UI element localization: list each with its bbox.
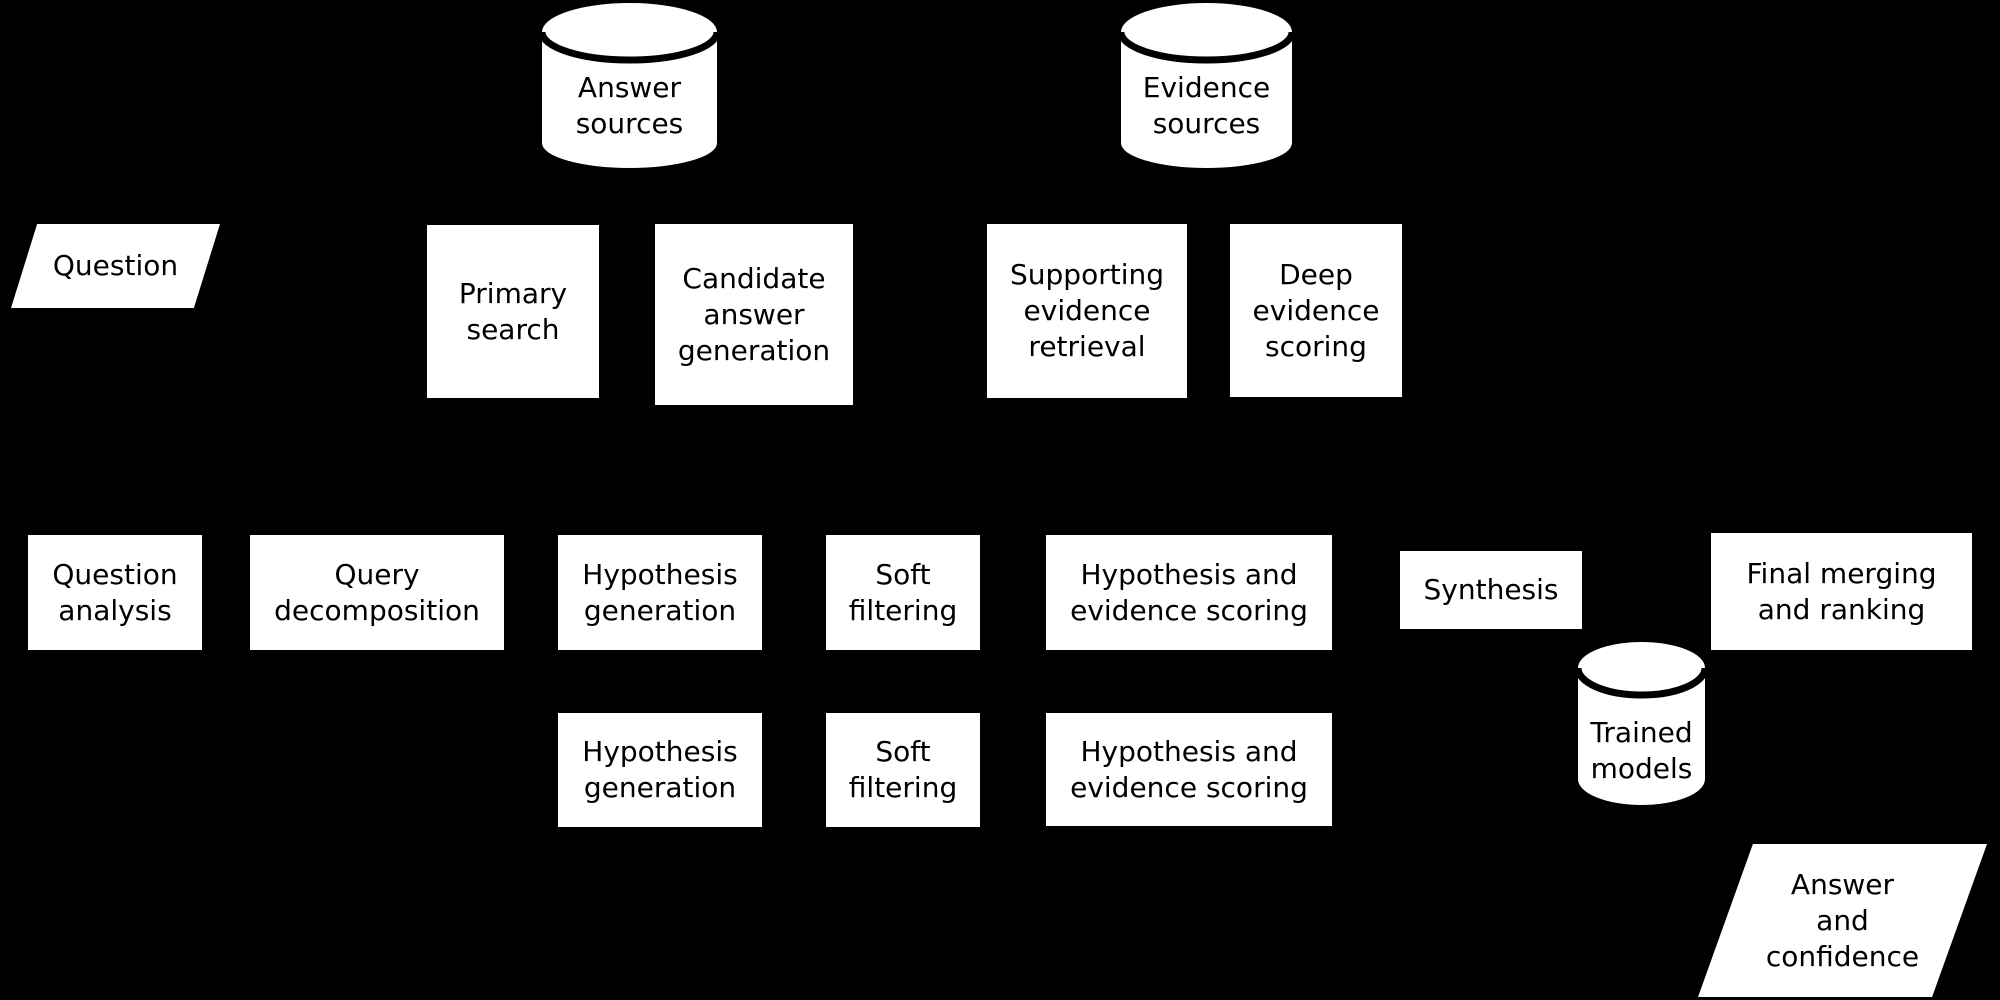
hypothesis-and-evidence-scoring-label: Hypothesis and evidence scoring bbox=[1070, 557, 1308, 627]
trained-models-label: Trained models bbox=[1590, 716, 1693, 785]
primary-search-box: Primary search bbox=[427, 225, 599, 398]
query-decomposition-label: Query decomposition bbox=[274, 557, 480, 627]
question-input-parallelogram: Question bbox=[11, 224, 220, 308]
trained-models-cylinder: Trained models bbox=[1578, 642, 1705, 805]
question-analysis-box: Question analysis bbox=[28, 535, 202, 650]
hypothesis-and-evidence-scoring-label-2: Hypothesis and evidence scoring bbox=[1070, 734, 1308, 804]
evidence-sources-cylinder: Evidence sources bbox=[1121, 3, 1292, 168]
synthesis-label: Synthesis bbox=[1423, 573, 1559, 606]
candidate-answer-generation-box: Candidate answer generation bbox=[655, 224, 853, 405]
hypothesis-and-evidence-scoring-box: Hypothesis and evidence scoring bbox=[1046, 535, 1332, 650]
question-label: Question bbox=[52, 249, 179, 282]
hypothesis-generation-label-2: Hypothesis generation bbox=[582, 735, 738, 804]
soft-filtering-box: Soft filtering bbox=[826, 535, 980, 650]
supporting-evidence-retrieval-label: Supporting evidence retrieval bbox=[1010, 258, 1164, 363]
database-cylinder-shape bbox=[542, 3, 717, 168]
soft-filtering-label: Soft filtering bbox=[848, 557, 958, 627]
soft-filtering-label-2: Soft filtering bbox=[848, 735, 958, 804]
hypothesis-generation-box-2: Hypothesis generation bbox=[558, 713, 762, 827]
answer-confidence-label: Answer and confidence bbox=[1765, 867, 1920, 973]
query-decomposition-box: Query decomposition bbox=[250, 535, 504, 650]
hypothesis-generation-label: Hypothesis generation bbox=[582, 557, 738, 627]
answer-confidence-output-parallelogram: Answer and confidence bbox=[1698, 844, 1987, 997]
answer-sources-label: Answer sources bbox=[575, 70, 684, 140]
supporting-evidence-retrieval-box: Supporting evidence retrieval bbox=[987, 224, 1187, 398]
deep-evidence-scoring-box: Deep evidence scoring bbox=[1230, 224, 1402, 397]
candidate-answer-generation-label: Candidate answer generation bbox=[677, 261, 831, 367]
synthesis-box: Synthesis bbox=[1400, 551, 1582, 629]
final-merging-and-ranking-label: Final merging and ranking bbox=[1746, 556, 1937, 626]
evidence-sources-label: Evidence sources bbox=[1142, 70, 1271, 140]
soft-filtering-box-2: Soft filtering bbox=[826, 713, 980, 827]
primary-search-label: Primary search bbox=[458, 276, 568, 346]
answer-sources-cylinder: Answer sources bbox=[542, 3, 717, 168]
question-analysis-label: Question analysis bbox=[52, 557, 178, 627]
database-cylinder-shape bbox=[1578, 642, 1705, 805]
final-merging-and-ranking-box: Final merging and ranking bbox=[1711, 533, 1972, 650]
deep-evidence-scoring-label: Deep evidence scoring bbox=[1252, 257, 1380, 363]
database-cylinder-shape bbox=[1121, 3, 1292, 168]
hypothesis-and-evidence-scoring-box-2: Hypothesis and evidence scoring bbox=[1046, 713, 1332, 826]
hypothesis-generation-box: Hypothesis generation bbox=[558, 535, 762, 650]
